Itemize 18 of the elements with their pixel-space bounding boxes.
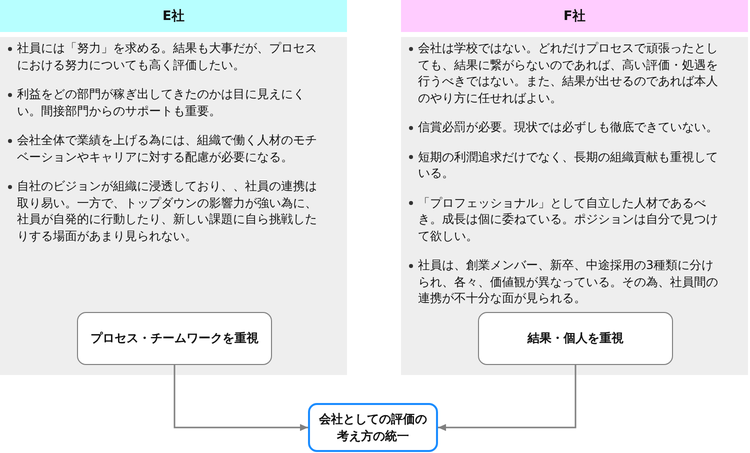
bullet-text: 短期の利潤追求だけでなく、長期の組織貢献も重視している。 <box>418 148 719 182</box>
summary-box: 結果・個人を重視 <box>478 312 673 365</box>
bullet-text: 会社全体で業績を上げる為には、組織で働く人材のモチベーションやキャリアに対する配慮が必要になる。 <box>17 132 318 165</box>
company-header: E社 <box>0 0 347 32</box>
bullet-panel <box>401 37 748 375</box>
conclusion-box: 会社としての評価の考え方の統一 <box>308 403 438 452</box>
bullet-text: 「プロフェッショナル」として自立した人材であるべき。成長は個に委ねている。ポジションは自分で見つけて欲しい。 <box>418 194 719 244</box>
connector-arrow <box>174 365 308 431</box>
bullet-text: 自社のビジョンが組織に浸透しており、、社員の連携は取り易い。一方で、トップダウンの影響力が強い為に、社員が自発的に行動したり、新しい課題に自ら挑戦したりする場面があまり見られない。 <box>17 178 318 244</box>
bullet-text: 会社は学校ではない。どれだけプロセスで頑張ったとしても、結果に繋がらないのであれば、高い評価・処遇を行うべきではない。また、結果が出せるのであれば本人のやり方に任せればよい。 <box>418 40 719 106</box>
bullet-text: 利益をどの部門が稼ぎ出してきたのかは目に見えにくい。間接部門からのサポートも重要。 <box>17 86 306 119</box>
connector-arrow <box>438 365 576 431</box>
bullet-text: 社員は、創業メンバー、新卒、中途採用の3種類に分けられ、各々、価値観が異なっている。その為、社員間の連携が不十分な面が見られる。 <box>418 257 719 306</box>
bullet-text: 社員には「努力」を求める。結果も大事だが、プロセスにおける努力についても高く評価したい。 <box>17 40 318 73</box>
company-header: F社 <box>401 0 748 32</box>
bullet-panel <box>0 37 347 375</box>
bullet-text: 信賞必罰が必要。現状では必ずしも徹底できていない。 <box>418 119 719 136</box>
summary-box: プロセス・チームワークを重視 <box>77 312 272 365</box>
